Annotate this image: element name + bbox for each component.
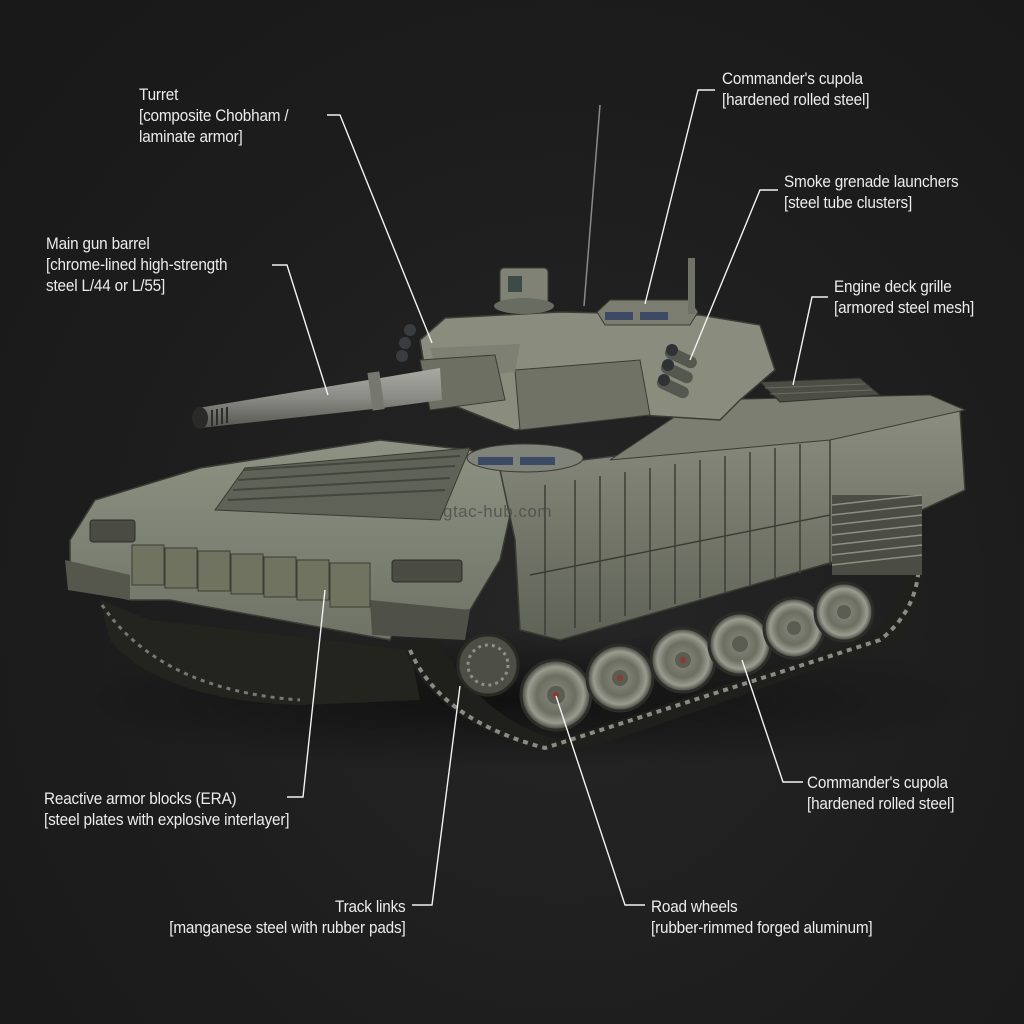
front-era-blocks-icon [131, 544, 371, 608]
callout-material: steel L/44 or L/55] [46, 276, 166, 295]
watermark: gtac-hub.com [443, 502, 552, 521]
callout-turret: Turret [composite Chobham / laminate arm… [139, 84, 289, 147]
side-era-armor-icon [499, 409, 966, 641]
hull-icon [65, 439, 521, 641]
callout-road-wheels: Road wheels [rubber-rimmed forged alumin… [651, 896, 873, 938]
callout-main-gun-barrel: Main gun barrel [chrome-lined high-stren… [46, 233, 228, 296]
leader-commanders-cupola-bottom [741, 659, 803, 783]
callout-name: Main gun barrel [46, 234, 150, 253]
road-wheels-icon [456, 581, 875, 732]
callout-name: Commander's cupola [807, 773, 948, 792]
leader-track-links [412, 685, 461, 906]
callout-material: [armored steel mesh] [834, 298, 975, 317]
callout-commanders-cupola-bottom: Commander's cupola [hardened rolled stee… [807, 772, 954, 814]
callout-material: [steel plates with explosive interlayer] [44, 810, 290, 829]
leader-main-gun-barrel [272, 264, 329, 396]
callout-name: Track links [335, 897, 406, 916]
callout-smoke-grenade-launchers: Smoke grenade launchers [steel tube clus… [784, 171, 959, 213]
callout-material: [hardened rolled steel] [722, 90, 870, 109]
leader-engine-deck-grille [792, 296, 828, 386]
callout-material: [steel tube clusters] [784, 193, 913, 212]
turret-icon [396, 104, 776, 473]
callout-engine-deck-grille: Engine deck grille [armored steel mesh] [834, 276, 974, 318]
callout-material: [composite Chobham / [139, 106, 289, 125]
smoke-grenade-launchers-icon [656, 344, 697, 399]
callout-name: Reactive armor blocks (ERA) [44, 789, 237, 808]
track-right-icon [400, 540, 923, 751]
callout-material: [rubber-rimmed forged aluminum] [651, 918, 873, 937]
callout-material: [hardened rolled steel] [807, 794, 955, 813]
leader-turret [327, 114, 433, 344]
callout-name: Commander's cupola [722, 69, 863, 88]
callout-track-links: Track links [manganese steel with rubber… [170, 896, 406, 938]
leader-reactive-armor [287, 589, 326, 798]
leader-commanders-cupola-top [644, 89, 715, 305]
leader-lines [272, 89, 828, 906]
callout-name: Engine deck grille [834, 277, 952, 296]
main-gun-barrel-icon [192, 368, 442, 429]
callout-reactive-armor-blocks: Reactive armor blocks (ERA) [steel plate… [44, 788, 290, 830]
callout-commanders-cupola-top: Commander's cupola [hardened rolled stee… [722, 68, 869, 110]
track-left-icon [100, 600, 420, 705]
callout-material: laminate armor] [139, 127, 243, 146]
callout-name: Smoke grenade launchers [784, 172, 959, 191]
callout-name: Road wheels [651, 897, 738, 916]
callout-name: Turret [139, 85, 179, 104]
callout-material: [manganese steel with rubber pads] [169, 918, 406, 937]
leader-road-wheels [555, 695, 645, 906]
leader-smoke-launchers [689, 189, 778, 361]
callout-material: [chrome-lined high-strength [46, 255, 228, 274]
